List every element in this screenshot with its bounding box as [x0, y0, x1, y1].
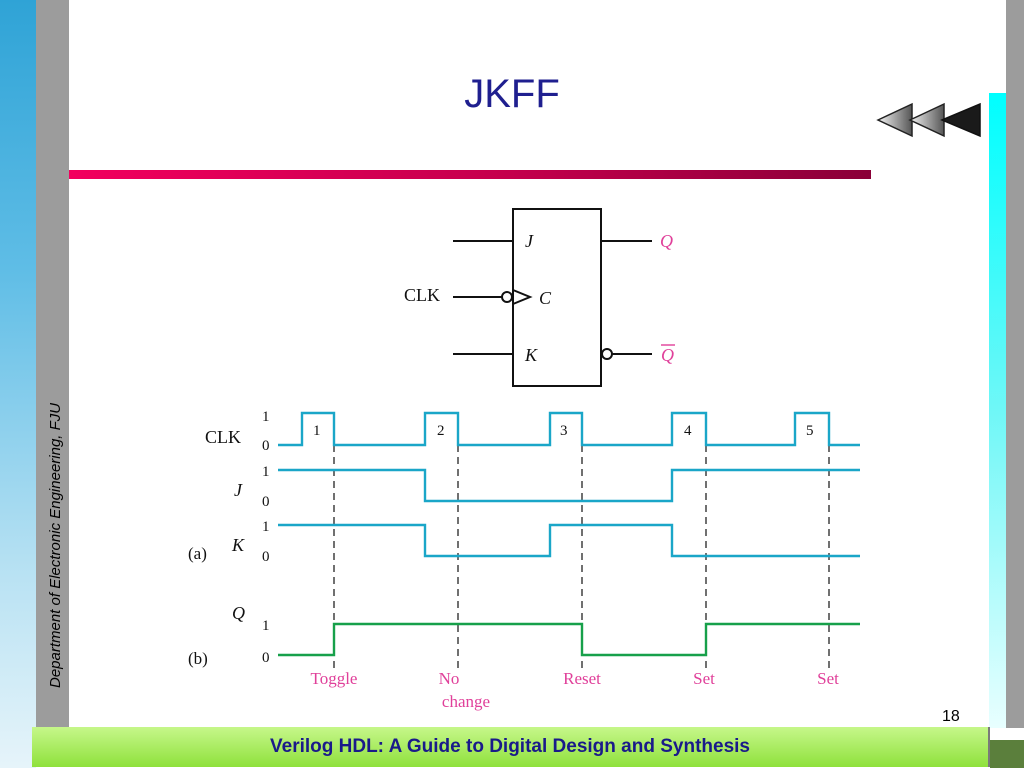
outcome-toggle: Toggle [311, 669, 358, 688]
q-waveform [278, 622, 860, 657]
left-gray-bar [36, 0, 69, 728]
q-high-label: 1 [262, 618, 270, 634]
k-waveform [278, 523, 860, 558]
clk-high-label: 1 [262, 409, 270, 425]
left-accent-bar [0, 0, 36, 768]
level-markers: 1 0 1 0 1 0 1 0 [262, 409, 270, 666]
right-accent-bar [989, 93, 1006, 728]
pulse-4-label: 4 [684, 423, 692, 439]
outcome-change: change [442, 692, 490, 711]
q-bar-output-label: Q [661, 345, 674, 365]
page-number: 18 [942, 708, 960, 725]
pulse-5-label: 5 [806, 423, 814, 439]
q-low-label: 0 [262, 650, 270, 666]
pulse-1-label: 1 [313, 423, 321, 439]
footer-bar: Verilog HDL: A Guide to Digital Design a… [32, 727, 990, 767]
j-input-label: J [525, 231, 534, 251]
pulse-numbers: 1 2 3 4 5 [313, 423, 814, 439]
q-signal-label: Q [232, 603, 245, 623]
footer-title: Verilog HDL: A Guide to Digital Design a… [270, 736, 750, 757]
j-high-label: 1 [262, 464, 270, 480]
clk-low-label: 0 [262, 438, 270, 454]
k-input-label: K [524, 345, 538, 365]
clk-input-label: CLK [404, 285, 440, 305]
pulse-3-label: 3 [560, 423, 568, 439]
outcome-set-2: Set [817, 669, 839, 688]
outcome-reset: Reset [563, 669, 601, 688]
clk-waveform [278, 411, 860, 447]
flipflop-symbol [453, 208, 675, 387]
j-low-label: 0 [262, 494, 270, 510]
j-waveform [278, 468, 860, 503]
j-signal-label: J [234, 480, 243, 500]
k-signal-label: K [231, 535, 245, 555]
outcome-annotations: Toggle No change Reset Set Set [311, 669, 840, 711]
clk-signal-label: CLK [205, 427, 241, 447]
q-output-label: Q [660, 231, 673, 251]
corner-block [990, 740, 1024, 768]
part-a-label: (a) [188, 544, 207, 563]
k-low-label: 0 [262, 549, 270, 565]
slide-title: JKFF [464, 72, 560, 116]
c-input-label: C [539, 288, 552, 308]
title-divider [69, 170, 871, 179]
pulse-2-label: 2 [437, 423, 445, 439]
outcome-no: No [439, 669, 460, 688]
part-b-label: (b) [188, 649, 208, 668]
k-high-label: 1 [262, 519, 270, 535]
back-arrows-icon[interactable] [876, 100, 986, 140]
right-gray-bar [1006, 0, 1024, 728]
outcome-set-1: Set [693, 669, 715, 688]
